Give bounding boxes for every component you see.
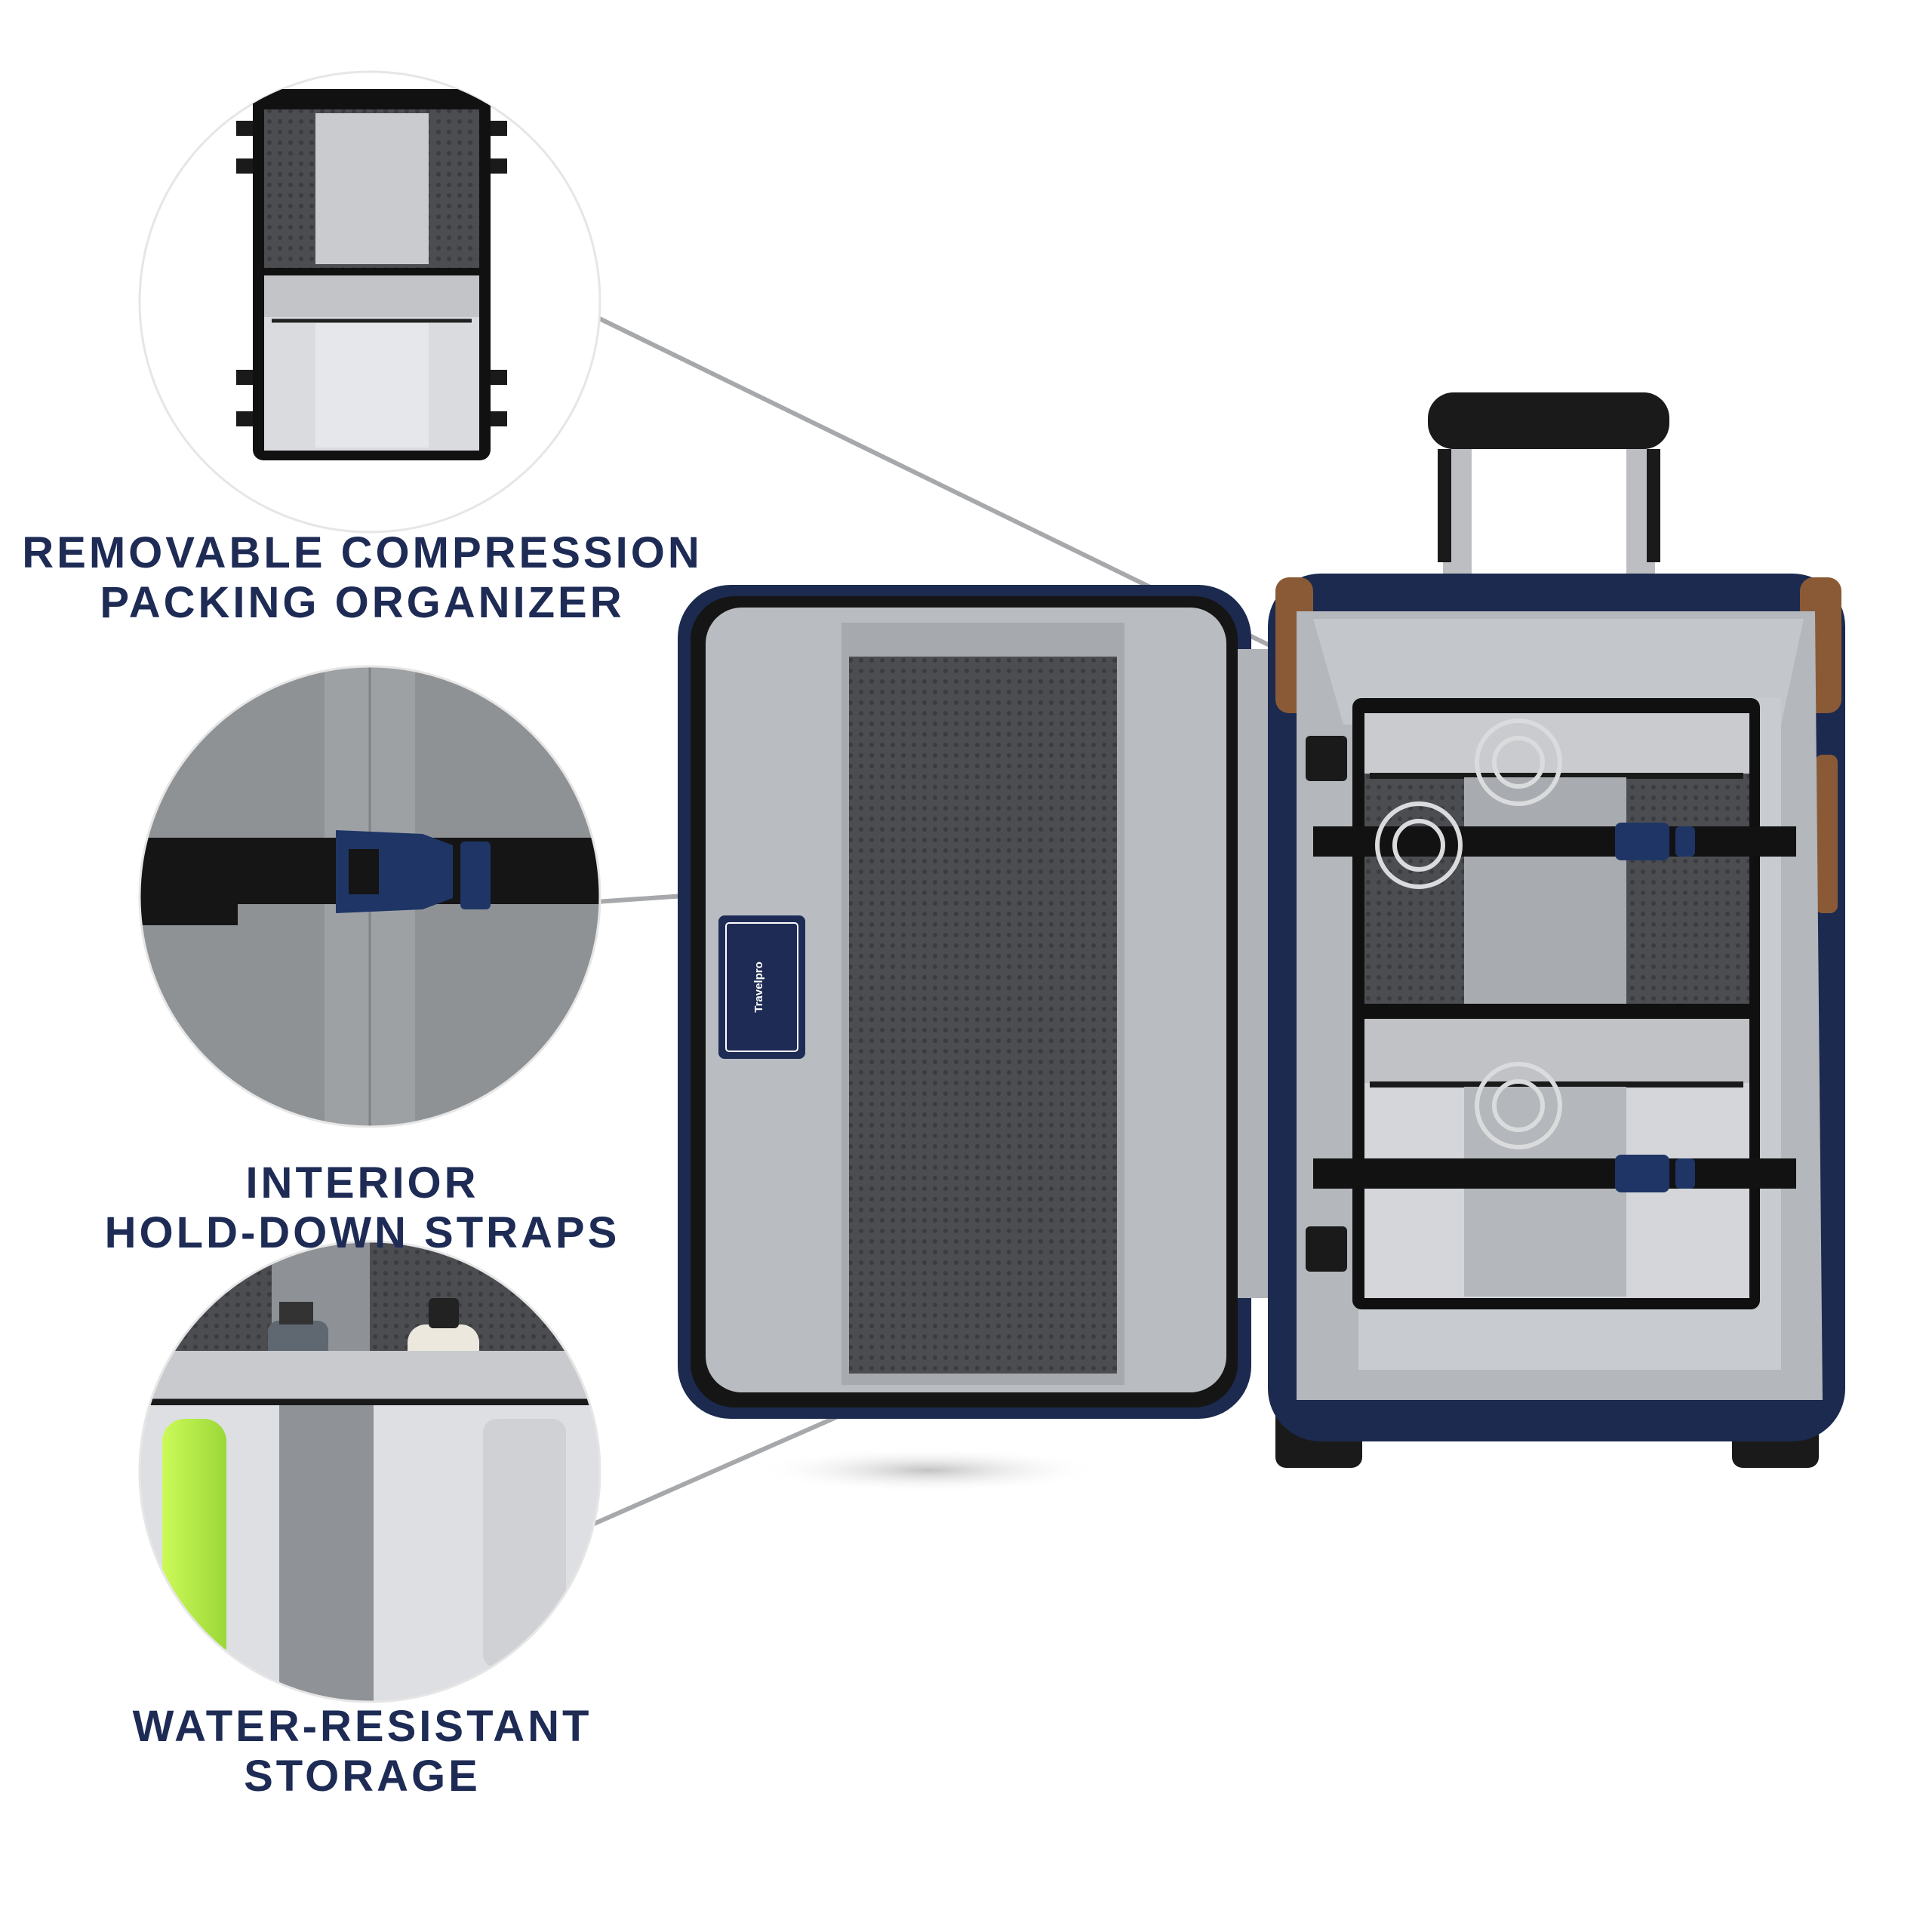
- feature-label-organizer: REMOVABLE COMPRESSION PACKING ORGANIZER: [0, 528, 724, 628]
- luggage-image: Travelpro: [678, 392, 1845, 1493]
- feature-label-line: STORAGE: [244, 1752, 481, 1801]
- organizer-detail-circle: [138, 70, 601, 534]
- feature-label-line: INTERIOR: [245, 1158, 479, 1208]
- callout-markers: [1375, 718, 1562, 1149]
- feature-label-line: HOLD-DOWN STRAPS: [104, 1208, 620, 1257]
- brand-tag-text: Travelpro: [752, 961, 765, 1013]
- feature-label-line: PACKING ORGANIZER: [100, 578, 625, 627]
- luggage-base: [1268, 574, 1845, 1441]
- brand-tag: [718, 915, 805, 1059]
- feature-label-straps: INTERIOR HOLD-DOWN STRAPS: [0, 1158, 724, 1258]
- telescoping-handle: [1428, 392, 1669, 589]
- feature-label-line: REMOVABLE COMPRESSION: [22, 528, 703, 577]
- luggage-lid: Travelpro: [678, 585, 1268, 1419]
- storage-detail-circle: [138, 1240, 601, 1703]
- straps-detail-circle: [138, 665, 601, 1128]
- feature-label-line: WATER-RESISTANT: [132, 1702, 592, 1751]
- feature-label-storage: WATER-RESISTANT STORAGE: [0, 1702, 724, 1801]
